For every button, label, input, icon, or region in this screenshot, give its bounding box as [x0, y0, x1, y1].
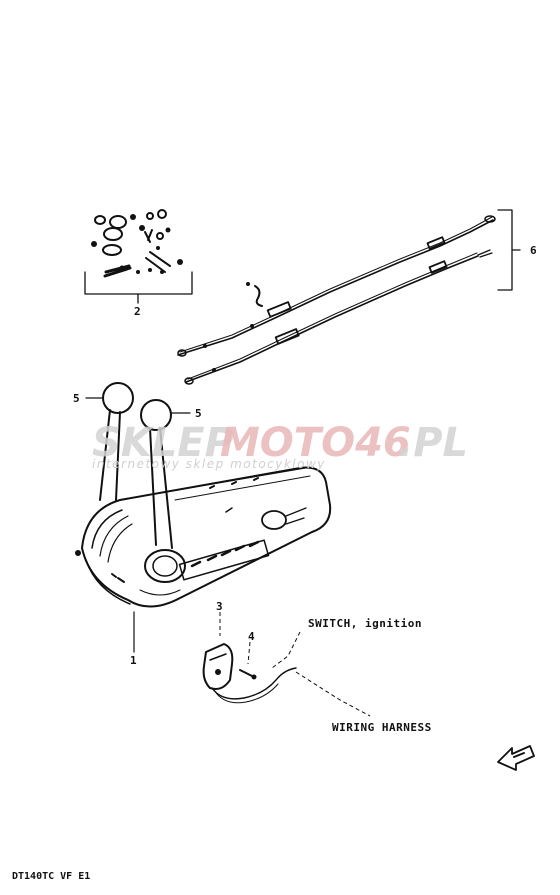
hardware-kit-parts [91, 209, 183, 278]
diagram-code: DT140TC VF E1 [12, 871, 90, 882]
label-switch-ignition: SWITCH, ignition [308, 617, 422, 630]
remote-control-cables [177, 215, 496, 385]
bracket-6 [497, 209, 521, 291]
watermark-main-part1: SKLEP [92, 420, 234, 466]
ignition-switch [202, 643, 297, 704]
watermark-main-part3: .PL [398, 420, 468, 466]
watermark-main-part2: MOTO46 [220, 420, 411, 466]
callout-2: 2 [134, 305, 141, 318]
callout-4: 4 [248, 630, 255, 643]
callout-6: 6 [530, 244, 537, 257]
leader-4 [247, 641, 251, 665]
bracket-2 [84, 271, 193, 304]
callout-5b: 5 [195, 407, 202, 420]
watermark: SKLEP MOTO46 .PL internetowy sklep motoc… [92, 420, 468, 471]
callout-3: 3 [216, 600, 223, 613]
remote-control-box [75, 466, 332, 608]
watermark-subtitle: internetowy sklep motocyklowy [92, 457, 326, 471]
label-wiring-harness: WIRING HARNESS [332, 721, 432, 734]
control-handles [99, 382, 173, 549]
front-direction-arrow-icon [497, 745, 535, 771]
callout-5a: 5 [73, 392, 80, 405]
callout-1: 1 [130, 654, 137, 667]
leader-wiring-harness [295, 671, 371, 717]
leader-switch-ignition [271, 631, 301, 669]
